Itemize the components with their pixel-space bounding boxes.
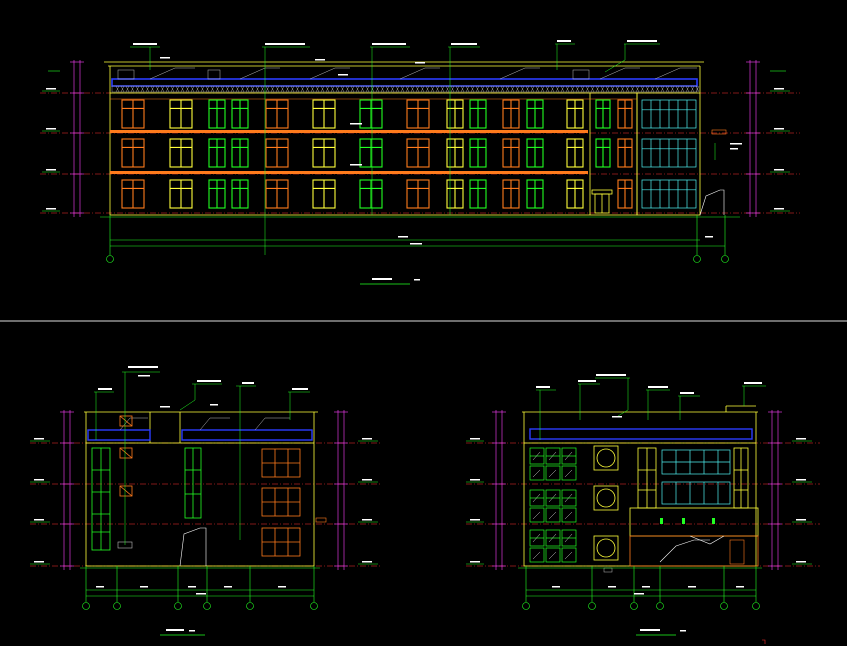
grid-window	[545, 465, 561, 481]
window	[566, 179, 584, 209]
curtain-wall-panel	[641, 138, 697, 168]
ground-dimensions	[100, 215, 740, 255]
right-level-dimensions	[746, 60, 760, 217]
window	[406, 179, 430, 209]
window	[526, 138, 544, 168]
window	[312, 99, 336, 129]
right-level-markers	[770, 70, 790, 212]
grid-window	[561, 465, 577, 481]
annotation-leaders	[130, 43, 716, 255]
window	[231, 179, 249, 209]
side-stair	[699, 129, 727, 216]
left-side-elevation-view	[30, 366, 380, 636]
roof-structures	[117, 67, 697, 80]
front-building-outline	[104, 61, 704, 216]
window	[265, 99, 289, 129]
grid-window	[561, 529, 577, 547]
window	[208, 99, 226, 129]
window	[231, 99, 249, 129]
window	[469, 99, 487, 129]
curtain-wall-panel	[641, 179, 697, 209]
grid-window	[529, 489, 545, 507]
grid-window	[529, 465, 545, 481]
window	[617, 179, 633, 209]
grid-window	[561, 489, 577, 507]
window	[169, 138, 193, 168]
left-level-markers	[42, 70, 60, 212]
window	[406, 138, 430, 168]
right-side-elevation-view	[466, 374, 820, 644]
grid-window	[561, 447, 577, 465]
window	[312, 138, 336, 168]
window	[526, 179, 544, 209]
window	[121, 179, 145, 209]
parapet-railing	[111, 78, 700, 93]
grid-window	[545, 489, 561, 507]
window	[169, 99, 193, 129]
window	[208, 179, 226, 209]
window	[359, 179, 383, 209]
grid-window	[561, 507, 577, 523]
window	[359, 99, 383, 129]
grid-window	[545, 507, 561, 523]
window	[595, 99, 611, 129]
front-grid-axes	[106, 255, 729, 263]
window	[502, 99, 520, 129]
grid-window	[529, 529, 545, 547]
window	[359, 138, 383, 168]
left-level-dimensions	[70, 60, 84, 217]
grid-window	[529, 507, 545, 523]
grid-window	[529, 547, 545, 563]
front-caption	[360, 278, 420, 285]
window	[502, 138, 520, 168]
window	[121, 138, 145, 168]
window	[502, 179, 520, 209]
window	[595, 138, 611, 168]
floor-level-lines	[40, 92, 800, 214]
window	[265, 138, 289, 168]
window	[617, 138, 633, 168]
window	[566, 138, 584, 168]
entrance-door	[591, 189, 613, 214]
grid-window	[529, 447, 545, 465]
curtain-wall-panel	[641, 99, 697, 129]
window	[526, 99, 544, 129]
ground-dim-text	[398, 236, 713, 245]
window	[469, 138, 487, 168]
window	[231, 138, 249, 168]
window	[169, 179, 193, 209]
window	[406, 99, 430, 129]
annotation-tiny-text	[46, 40, 784, 210]
grid-window	[545, 547, 561, 563]
window	[208, 138, 226, 168]
window	[469, 179, 487, 209]
window	[446, 179, 464, 209]
window	[265, 179, 289, 209]
floor-bands	[110, 98, 637, 174]
window	[446, 99, 464, 129]
grid-window	[545, 447, 561, 465]
front-elevation-view	[40, 40, 800, 285]
grid-window	[561, 547, 577, 563]
window	[121, 99, 145, 129]
curtain-wall	[641, 99, 697, 209]
window	[446, 138, 464, 168]
window	[566, 99, 584, 129]
window	[617, 99, 633, 129]
grid-window	[545, 529, 561, 547]
front-windows	[121, 99, 633, 209]
window	[312, 179, 336, 209]
